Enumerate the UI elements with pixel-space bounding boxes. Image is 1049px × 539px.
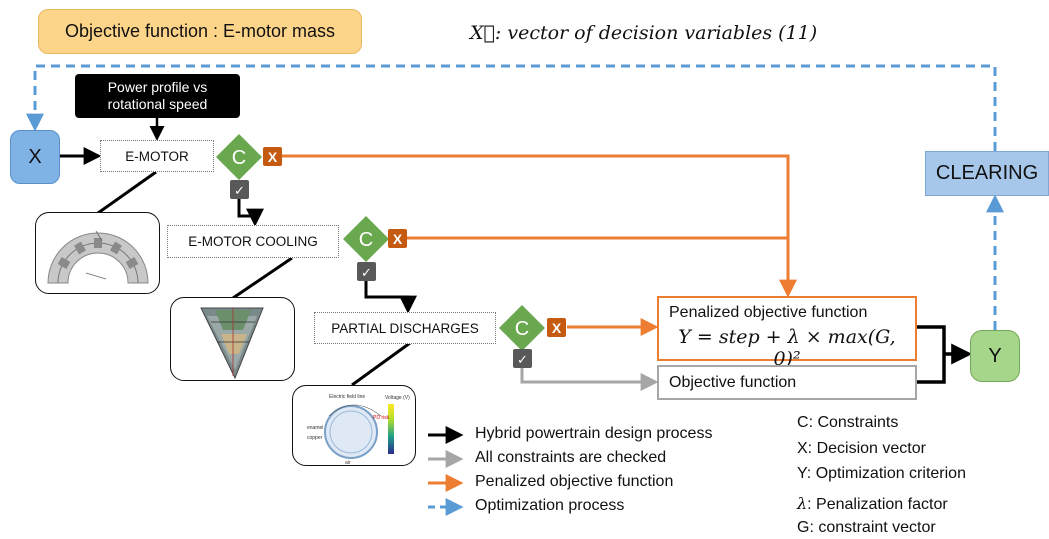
emotor-stage-box: E-MOTOR (100, 140, 214, 172)
x-node: X (10, 130, 60, 184)
objective-title: Objective function : E-motor mass (64, 21, 336, 41)
objective-title-box: Objective function : E-motor mass (38, 9, 362, 54)
cooling-geometry-thumbnail (170, 297, 295, 381)
definition-g: G: constraint vector (797, 519, 936, 536)
svg-text:X: X (268, 149, 278, 165)
motor-cross-section-image (47, 230, 149, 284)
constraint-label-pd: C (515, 318, 529, 340)
svg-text:X: X (552, 320, 562, 336)
svg-text:✓: ✓ (517, 353, 528, 368)
penalized-objective-box: Penalized objective function Y = step + … (657, 296, 917, 370)
objective-function-box: Objective function (657, 365, 917, 400)
constraint-label-cooling: C (359, 229, 373, 251)
pass-icon-pd: ✓ (513, 349, 532, 368)
electric-field-image: Electric field line Voltage (V) enamel c… (307, 394, 410, 466)
penalized-objective-title: Penalized objective function (669, 304, 868, 321)
definition-x: X: Decision vector (797, 440, 926, 457)
cooling-sector-image (200, 307, 264, 380)
thumb-pd-risk-label: PD risk (373, 415, 390, 421)
emotor-stage-label: E-MOTOR (125, 148, 189, 164)
pd-stage-label: PARTIAL DISCHARGES (331, 320, 479, 336)
penalized-objective-formula: Y = step + λ × max(G, 0)² (678, 326, 896, 370)
cooling-stage-label: E-MOTOR COOLING (188, 234, 318, 249)
legend-item-black: Hybrid powertrain design process (475, 425, 713, 442)
y-node-label: Y (988, 344, 1002, 367)
constraint-diamond-emotor: C (216, 134, 262, 180)
legend-item-orange: Penalized objective function (475, 473, 674, 490)
partial-discharge-thumbnail: Electric field line Voltage (V) enamel c… (292, 385, 416, 466)
thumb-voltage-label: Voltage (V) (385, 395, 410, 401)
definition-c: C: Constraints (797, 414, 899, 431)
fail-icon-cooling: X (388, 229, 407, 248)
clearing-label: CLEARING (935, 162, 1039, 184)
thumb-copper-label: copper (307, 435, 323, 441)
cooling-to-pd-arrow (364, 281, 417, 314)
pass-icon-emotor: ✓ (230, 180, 249, 199)
emotor-to-cooling-arrow (237, 198, 264, 227)
objective-function-label: Objective function (669, 373, 797, 391)
y-node: Y (970, 330, 1020, 382)
svg-text:✓: ✓ (361, 266, 372, 281)
pd-thumb-line (351, 341, 411, 387)
cooling-thumb-line (232, 256, 293, 300)
constraint-diamond-cooling: C (343, 216, 389, 262)
emotor-penalty-line (282, 154, 797, 298)
cooling-stage-box: E-MOTOR COOLING (167, 225, 339, 258)
x-node-label: X (28, 145, 42, 168)
svg-text:✓: ✓ (234, 184, 245, 199)
definition-y: Y: Optimization criterion (797, 465, 966, 482)
power-profile-box: Power profile vs rotational speed (75, 74, 240, 118)
emotor-geometry-thumbnail (35, 212, 160, 294)
thumb-air-label: air (345, 460, 351, 466)
power-profile-label: Power profile vs rotational speed (107, 79, 208, 112)
svg-text:X: X (393, 231, 403, 247)
clearing-box: CLEARING (925, 151, 1049, 196)
definition-lambda: λ: Penalization factor (797, 494, 948, 513)
constraint-label-emotor: C (232, 147, 246, 169)
pd-pass-line (520, 367, 659, 391)
legend-item-blue: Optimization process (475, 497, 625, 514)
constraint-diamond-pd: C (499, 305, 545, 351)
fail-icon-pd: X (547, 318, 566, 337)
decision-vector-note: X⃗: vector of decision variables (11) (470, 22, 818, 44)
legend-item-gray: All constraints are checked (475, 449, 667, 466)
pass-icon-cooling: ✓ (357, 262, 376, 281)
emotor-thumb-line (97, 170, 157, 215)
pd-stage-box: PARTIAL DISCHARGES (314, 312, 496, 344)
fail-icon-emotor: X (263, 147, 282, 166)
pen-to-y-line (917, 325, 968, 384)
thumb-enamel-label: enamel (307, 425, 323, 431)
thumb-electric-field-label: Electric field line (329, 394, 365, 400)
